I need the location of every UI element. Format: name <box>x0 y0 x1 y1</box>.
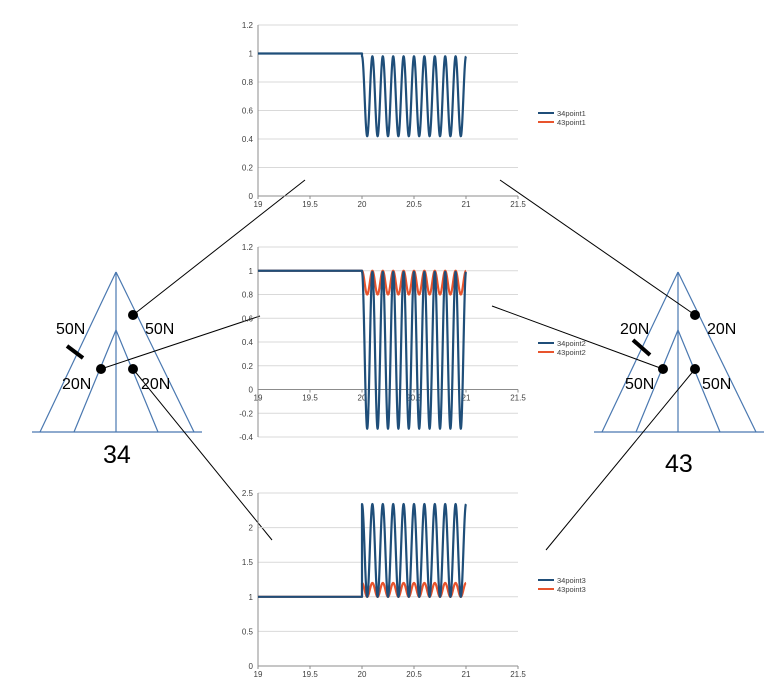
structure-34-id-label: 34 <box>103 441 131 469</box>
legend-label: 34point1 <box>557 109 586 118</box>
structure-34-label-50n-left: 50N <box>56 321 85 338</box>
x-tick-label: 19 <box>254 394 263 403</box>
structure-43-id-label: 43 <box>665 450 693 478</box>
structure-34-outer-right-edge <box>115 271 195 433</box>
structure-43-outer-left-edge <box>601 271 679 433</box>
structure-43-label-20n-right: 20N <box>707 321 736 338</box>
x-tick-label: 20.5 <box>406 200 422 209</box>
y-tick-label: 1.2 <box>242 21 254 30</box>
y-tick-label: 0 <box>249 386 254 395</box>
connector-43-point1 <box>499 179 696 316</box>
y-tick-label: 0.5 <box>242 627 254 636</box>
y-tick-label: 1.5 <box>242 558 254 567</box>
structure-34-label-50n-right: 50N <box>145 321 174 338</box>
structure-43-label-20n-left: 20N <box>620 321 649 338</box>
y-tick-label: 2.5 <box>242 489 254 498</box>
structure-34-marker-bar <box>65 344 85 360</box>
y-tick-label: -0.4 <box>239 433 253 442</box>
x-tick-label: 19.5 <box>302 394 318 403</box>
y-tick-label: 0.2 <box>242 362 254 371</box>
x-tick-label: 20 <box>358 394 367 403</box>
y-tick-label: 0.2 <box>242 164 254 173</box>
y-tick-label: 0 <box>249 662 254 671</box>
y-tick-label: 0.4 <box>242 338 254 347</box>
structure-43-marker-bar <box>631 338 652 357</box>
x-tick-label: 21.5 <box>510 670 526 679</box>
connector-43-point3 <box>545 368 696 551</box>
y-tick-label: 1 <box>249 593 254 602</box>
x-tick-label: 20.5 <box>406 394 422 403</box>
series-line-34point1 <box>258 52 467 138</box>
series-line-43point2 <box>258 269 467 296</box>
x-tick-label: 21 <box>462 670 471 679</box>
x-tick-label: 20 <box>358 200 367 209</box>
structure-34-label-20n-right: 20N <box>141 376 170 393</box>
legend-label: 43point3 <box>557 585 586 594</box>
x-tick-label: 21.5 <box>510 394 526 403</box>
x-tick-label: 20 <box>358 670 367 679</box>
connector-43-point2 <box>491 305 664 370</box>
y-tick-label: 0.6 <box>242 314 254 323</box>
legend-label: 43point2 <box>557 348 586 357</box>
y-tick-label: -0.2 <box>239 409 253 418</box>
y-tick-label: 0.4 <box>242 135 254 144</box>
y-tick-label: 1.2 <box>242 243 254 252</box>
chart-point3: 0 0.5 1 1.5 2 2.5 19 19.5 20 20.5 21 21.5 34point343… <box>242 489 586 679</box>
y-tick-label: 2 <box>249 524 254 533</box>
structure-43-outer-right-edge <box>677 271 757 433</box>
structure-34-label-20n-left: 20N <box>62 376 91 393</box>
series-line-34point3 <box>258 502 467 598</box>
connector-34-point2 <box>100 315 261 370</box>
legend-label: 34point3 <box>557 576 586 585</box>
structure-43-label-50n-left: 50N <box>625 376 654 393</box>
x-tick-label: 19.5 <box>302 670 318 679</box>
x-tick-label: 21.5 <box>510 200 526 209</box>
legend-label: 34point2 <box>557 339 586 348</box>
structure-43 <box>594 271 764 433</box>
structure-43-label-50n-right: 50N <box>702 376 731 393</box>
y-tick-label: 0.6 <box>242 107 254 116</box>
connector-34-point3 <box>132 368 273 541</box>
x-tick-label: 21 <box>462 394 471 403</box>
x-tick-label: 19 <box>254 670 263 679</box>
connector-lines <box>100 179 696 551</box>
y-tick-label: 1 <box>249 50 254 59</box>
x-tick-label: 19.5 <box>302 200 318 209</box>
structure-34 <box>32 271 202 433</box>
x-tick-label: 20.5 <box>406 670 422 679</box>
structure-34-inner-left-edge <box>73 329 117 433</box>
structure-34-inner-right-edge <box>115 329 159 433</box>
structure-43-inner-left-edge <box>635 329 679 433</box>
y-tick-label: 0 <box>249 192 254 201</box>
series-line-34point2 <box>258 269 468 430</box>
y-tick-label: 1 <box>249 267 254 276</box>
connector-34-point1 <box>132 179 306 316</box>
x-tick-label: 19 <box>254 200 263 209</box>
legend-label: 43point1 <box>557 118 586 127</box>
chart-point2: -0.4 -0.2 0 0.2 0.4 0.6 0.8 1 1.2 19 19.5 20 20.5 21 2… <box>239 243 586 442</box>
chart-point1: 0 0.2 0.4 0.6 0.8 1 1.2 19 19.5 20 20.5 21 21.5 34poi… <box>242 21 586 209</box>
x-tick-label: 21 <box>462 200 471 209</box>
y-tick-label: 0.8 <box>242 291 254 300</box>
y-tick-label: 0.8 <box>242 78 254 87</box>
structure-43-inner-right-edge <box>677 329 721 433</box>
